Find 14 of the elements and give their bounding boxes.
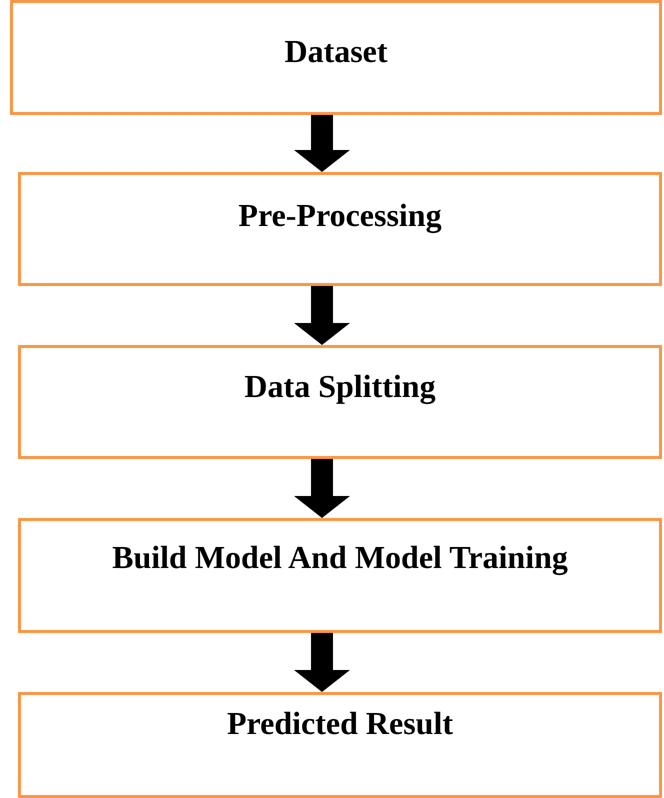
step-label: Predicted Result: [226, 705, 454, 742]
arrow: [294, 115, 350, 172]
arrow: [294, 633, 350, 692]
arrow: [294, 286, 350, 345]
process-box: [18, 172, 662, 286]
step-label: Build Model And Model Training: [111, 539, 569, 576]
process-box: [18, 518, 662, 633]
arrow: [294, 459, 350, 518]
step-label: Pre-Processing: [237, 197, 443, 234]
process-box: [18, 345, 662, 459]
process-box: [18, 692, 662, 798]
step-label: Dataset: [283, 33, 389, 70]
process-box: [10, 0, 662, 115]
step-label: Data Splitting: [243, 368, 437, 405]
